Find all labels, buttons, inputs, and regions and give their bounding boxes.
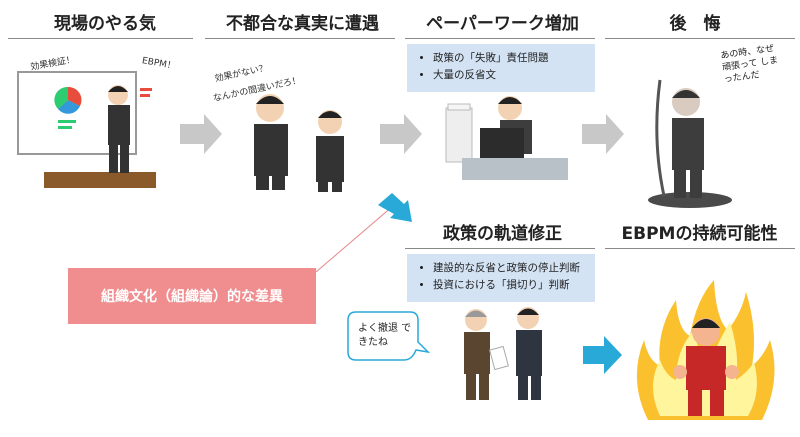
presentation-scene	[17, 71, 156, 188]
argument-scene	[254, 94, 344, 192]
title-underline	[605, 38, 795, 39]
connector-line	[315, 205, 394, 273]
organizational-culture-label: 組織文化（組織論）的な差異	[68, 268, 316, 324]
title-policy-correction: 政策の軌道修正	[443, 224, 562, 244]
title-underline	[405, 248, 595, 249]
paperwork-item: 政策の「失敗」責任問題	[433, 50, 585, 67]
title-regret: 後 悔	[669, 14, 721, 34]
correction-item: 投資における「損切り」判断	[433, 277, 585, 294]
speech-bubble	[347, 311, 431, 361]
correction-scene	[464, 307, 542, 400]
diagonal-arrow-cyan	[378, 193, 412, 222]
flow-arrow-gray	[180, 114, 222, 154]
speech-tekkai: よく撤退 できたね	[358, 323, 412, 348]
title-underline	[8, 38, 193, 39]
flame-scene	[636, 280, 775, 420]
correction-box: 建設的な反省と政策の停止判断 投資における「損切り」判断	[407, 254, 595, 302]
flow-arrow-cyan	[583, 336, 622, 374]
title-underline	[605, 248, 795, 249]
paperwork-item: 大量の反省文	[433, 67, 585, 84]
paperwork-scene	[445, 96, 568, 180]
title-underline	[405, 38, 595, 39]
title-genba-yaruki: 現場のやる気	[54, 14, 156, 34]
flow-arrow-gray	[582, 114, 624, 154]
title-underline	[205, 38, 395, 39]
regret-scene	[648, 79, 732, 208]
title-inconvenient-truth: 不都合な真実に遭遇	[226, 14, 379, 34]
title-paperwork: ペーパーワーク増加	[426, 14, 579, 34]
flow-arrow-gray	[380, 114, 422, 154]
title-ebpm-sustainability: EBPMの持続可能性	[621, 224, 778, 244]
correction-item: 建設的な反省と政策の停止判断	[433, 260, 585, 277]
paperwork-box: 政策の「失敗」責任問題 大量の反省文	[407, 44, 595, 92]
